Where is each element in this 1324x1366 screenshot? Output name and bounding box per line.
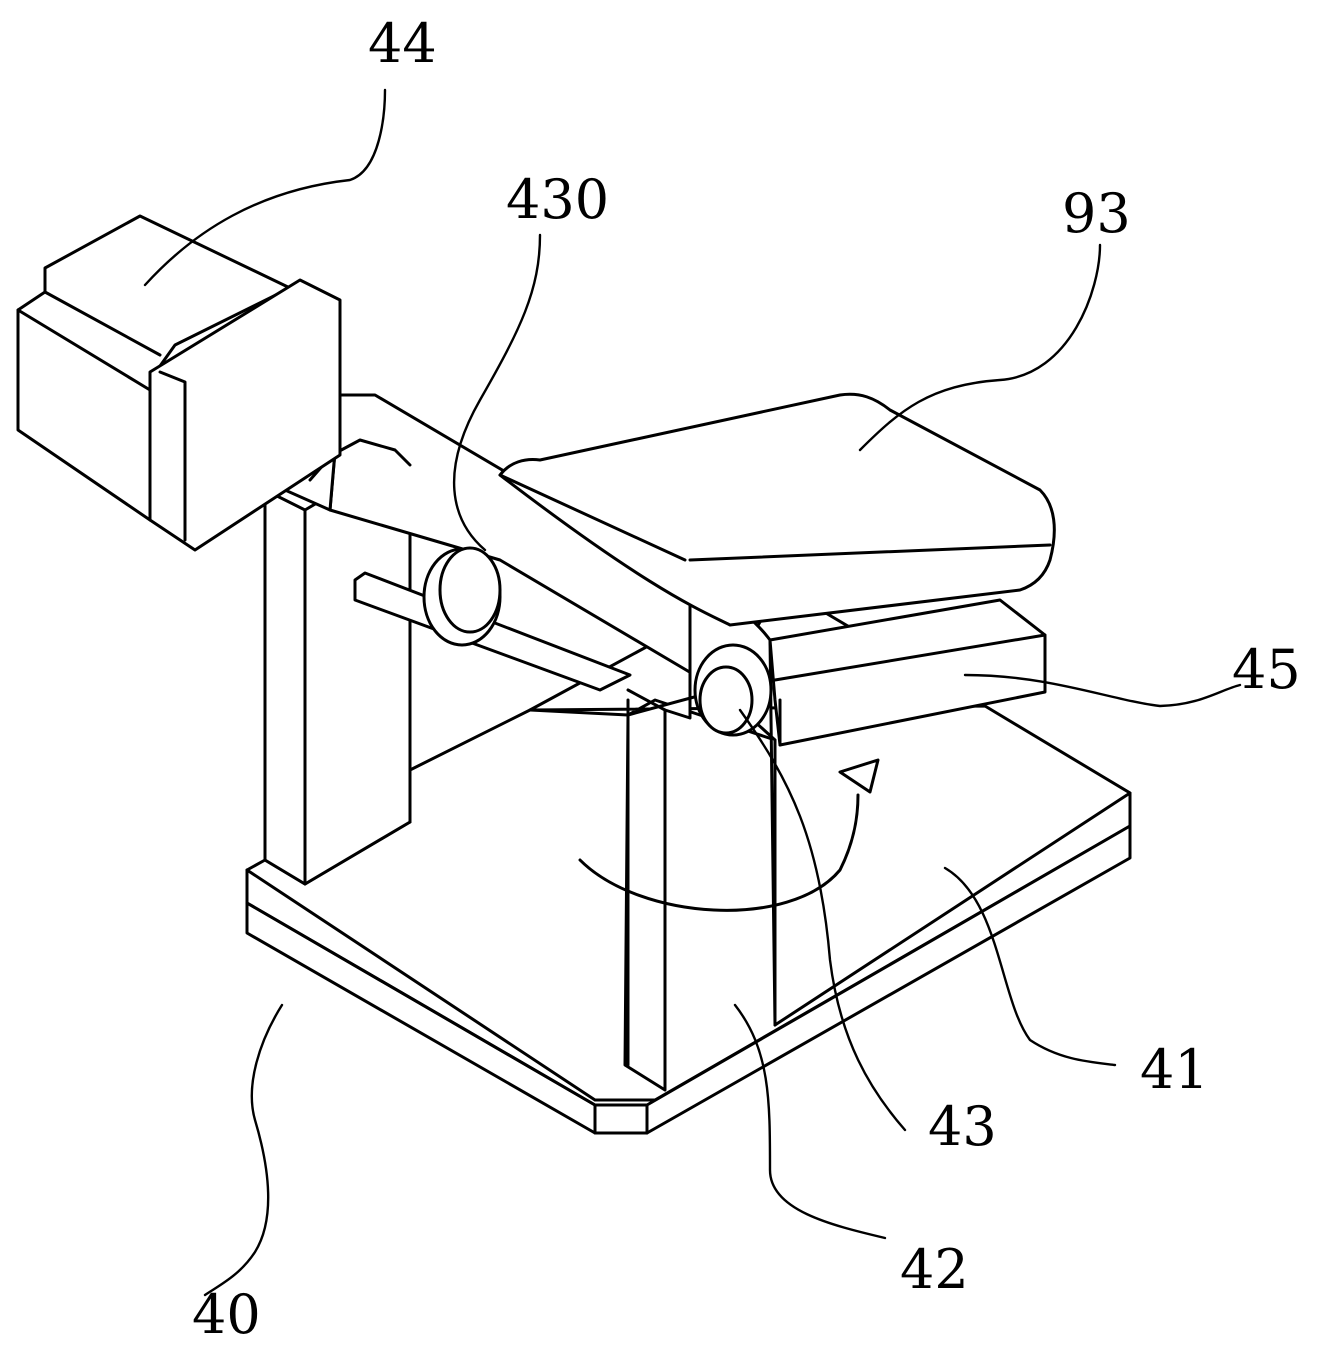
pivot-boss-430 xyxy=(424,548,500,645)
ref-label-430: 430 xyxy=(506,168,609,231)
motor-44 xyxy=(18,216,340,550)
ref-label-43: 43 xyxy=(928,1095,997,1158)
ref-label-45: 45 xyxy=(1232,638,1301,701)
pivot-pin-43 xyxy=(695,645,771,735)
ref-label-44: 44 xyxy=(368,12,437,75)
ref-label-40: 40 xyxy=(192,1283,261,1346)
ref-label-41: 41 xyxy=(1140,1038,1209,1101)
ref-label-42: 42 xyxy=(900,1238,969,1301)
ref-label-93: 93 xyxy=(1062,182,1131,245)
